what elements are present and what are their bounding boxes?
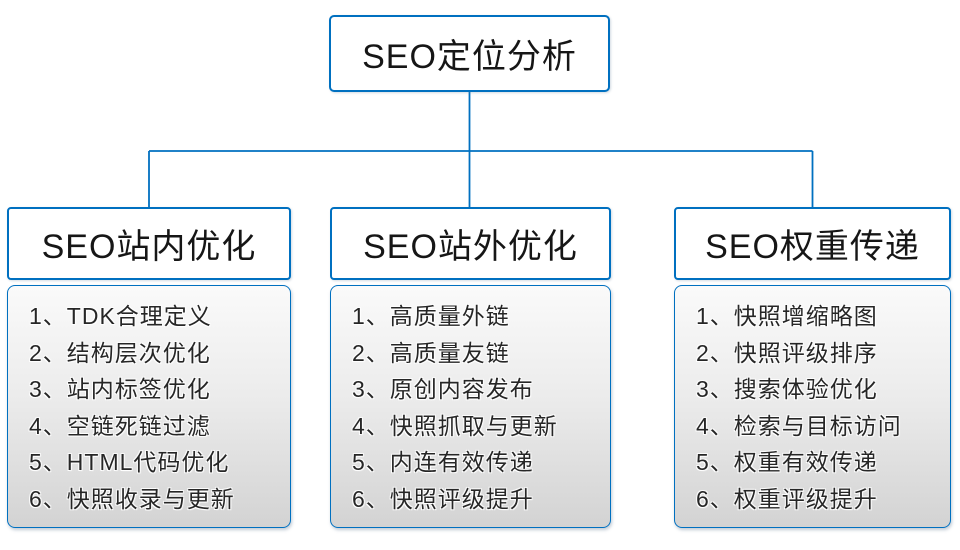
list-item: 3、搜索体验优化	[696, 376, 878, 403]
list-item: 1、TDK合理定义	[29, 303, 212, 330]
branch-onsite-header: SEO站内优化	[7, 207, 291, 280]
list-item: 4、快照抓取与更新	[352, 412, 558, 439]
branch-weight-list: 1、快照增缩略图 2、快照评级排序 3、搜索体验优化 4、检索与目标访问 5、权…	[674, 285, 951, 528]
list-item: 5、内连有效传递	[352, 449, 534, 476]
branch-weight: SEO权重传递 1、快照增缩略图 2、快照评级排序 3、搜索体验优化 4、检索与…	[674, 207, 951, 528]
list-item: 5、权重有效传递	[696, 449, 878, 476]
list-item: 1、快照增缩略图	[696, 303, 878, 330]
root-node-title: SEO定位分析	[362, 38, 577, 76]
branch-offsite-header: SEO站外优化	[330, 207, 611, 280]
root-node: SEO定位分析	[329, 15, 610, 92]
list-item: 3、原创内容发布	[352, 376, 534, 403]
branch-onsite-title: SEO站内优化	[41, 228, 257, 266]
branch-weight-title: SEO权重传递	[705, 228, 920, 266]
branch-offsite-list: 1、高质量外链 2、高质量友链 3、原创内容发布 4、快照抓取与更新 5、内连有…	[330, 285, 611, 528]
branch-onsite: SEO站内优化 1、TDK合理定义 2、结构层次优化 3、站内标签优化 4、空链…	[7, 207, 291, 528]
branch-onsite-list: 1、TDK合理定义 2、结构层次优化 3、站内标签优化 4、空链死链过滤 5、H…	[7, 285, 291, 528]
list-item: 3、站内标签优化	[29, 376, 211, 403]
list-item: 6、权重评级提升	[696, 485, 878, 512]
branch-offsite-title: SEO站外优化	[363, 228, 578, 266]
list-item: 2、快照评级排序	[696, 339, 878, 366]
list-item: 4、空链死链过滤	[29, 412, 211, 439]
list-item: 5、HTML代码优化	[29, 449, 230, 476]
branch-weight-header: SEO权重传递	[674, 207, 951, 280]
branch-offsite: SEO站外优化 1、高质量外链 2、高质量友链 3、原创内容发布 4、快照抓取与…	[330, 207, 611, 528]
list-item: 6、快照收录与更新	[29, 485, 235, 512]
list-item: 1、高质量外链	[352, 303, 510, 330]
list-item: 4、检索与目标访问	[696, 412, 902, 439]
list-item: 2、结构层次优化	[29, 339, 211, 366]
list-item: 2、高质量友链	[352, 339, 510, 366]
list-item: 6、快照评级提升	[352, 485, 534, 512]
